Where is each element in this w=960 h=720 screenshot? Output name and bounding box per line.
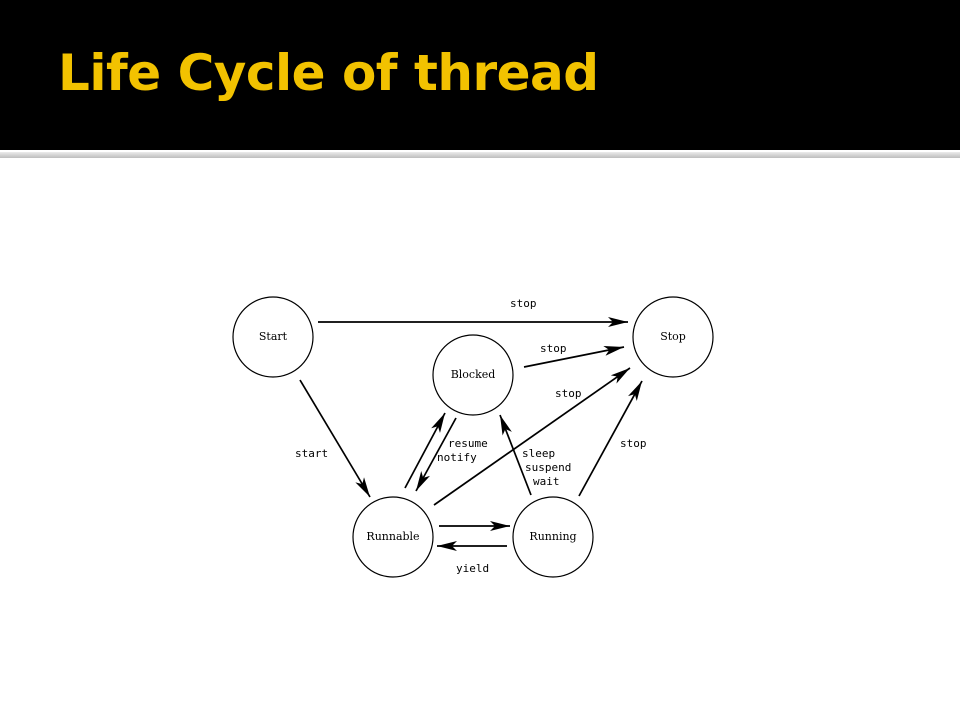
state-start-label: Start xyxy=(259,330,288,343)
state-blocked: Blocked xyxy=(432,334,514,416)
edge-label-runnable-stop: stop xyxy=(555,387,582,400)
edge-label-running-stop: stop xyxy=(620,437,647,450)
state-running: Running xyxy=(512,496,594,578)
edge-label-resume: resume xyxy=(448,437,488,450)
edge-label-wait: wait xyxy=(533,475,560,488)
edge-running-to-blocked xyxy=(499,414,532,496)
edge-blocked-to-runnable xyxy=(415,417,457,492)
state-runnable-label: Runnable xyxy=(366,530,419,543)
state-stop: Stop xyxy=(632,296,714,378)
edge-running-to-stop xyxy=(578,380,643,497)
state-stop-label: Stop xyxy=(660,330,686,343)
state-running-label: Running xyxy=(529,530,576,543)
edge-label-sleep: sleep xyxy=(522,447,555,460)
edge-label-start-stop: stop xyxy=(510,297,537,310)
slide-title: Life Cycle of thread xyxy=(58,44,599,102)
edge-label-suspend: suspend xyxy=(525,461,571,474)
edge-label-start-runnable: start xyxy=(295,447,328,460)
edge-blocked-to-stop xyxy=(523,346,625,368)
state-start: Start xyxy=(232,296,314,378)
title-divider xyxy=(0,152,960,158)
state-runnable: Runnable xyxy=(352,496,434,578)
edge-label-blocked-stop: stop xyxy=(540,342,567,355)
edge-start-to-runnable xyxy=(299,379,371,498)
edge-runnable-to-blocked xyxy=(404,412,446,489)
edge-label-yield: yield xyxy=(456,562,489,575)
state-blocked-label: Blocked xyxy=(451,368,496,381)
edge-runnable-to-stop xyxy=(433,367,631,506)
title-bar: Life Cycle of thread xyxy=(0,0,960,150)
edge-label-notify: notify xyxy=(437,451,477,464)
